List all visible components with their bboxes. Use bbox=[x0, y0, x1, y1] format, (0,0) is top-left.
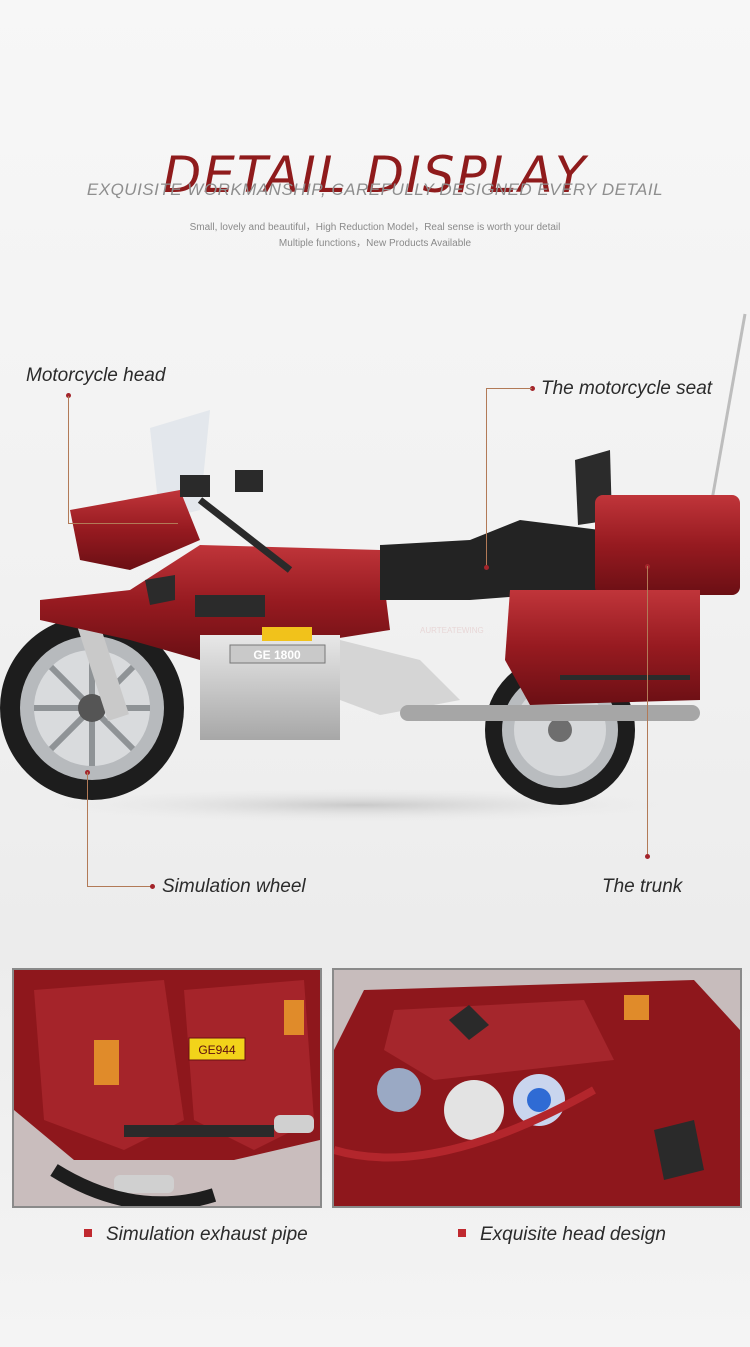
caption-exhaust-text: Simulation exhaust pipe bbox=[106, 1224, 308, 1245]
detail-image-head bbox=[332, 968, 742, 1208]
callout-trunk-leader-vertical bbox=[647, 566, 648, 856]
motorcycle-illustration: GE 1800 AURTEATEWING bbox=[0, 313, 747, 823]
callout-seat-dot bbox=[530, 386, 535, 391]
callout-simulation-wheel: Simulation wheel bbox=[162, 876, 306, 897]
page-title: DETAIL DISPLAY bbox=[162, 145, 588, 204]
callout-wheel-end-dot bbox=[150, 884, 155, 889]
page-subtitle: EXQUISITE WORKMANSHIP, CAREFULLY DESIGNE… bbox=[86, 180, 664, 199]
bullet-square-icon bbox=[458, 1228, 466, 1237]
description-line-1: Small, lovely and beautiful，High Reducti… bbox=[189, 222, 561, 233]
detail-image-exhaust: GE944 bbox=[12, 968, 322, 1208]
callout-head-leader-vertical bbox=[68, 396, 69, 524]
callout-seat-leader-horizontal bbox=[486, 388, 532, 389]
callout-seat-leader-vertical bbox=[486, 388, 487, 566]
callout-trunk: The trunk bbox=[602, 876, 683, 897]
caption-exhaust-pipe: Simulation exhaust pipe bbox=[84, 1224, 308, 1246]
callout-seat-end-dot bbox=[484, 565, 489, 570]
fairing-text: AURTEATEWING bbox=[420, 626, 484, 635]
callout-head-leader-horizontal bbox=[68, 523, 178, 524]
bullet-square-icon bbox=[84, 1228, 92, 1237]
engine-plate-label: GE 1800 bbox=[253, 648, 301, 662]
caption-head-text: Exquisite head design bbox=[480, 1224, 666, 1245]
callout-wheel-leader-horizontal bbox=[87, 886, 152, 887]
caption-head-design: Exquisite head design bbox=[458, 1224, 666, 1246]
license-plate-text: GE944 bbox=[198, 1043, 236, 1057]
callout-motorcycle-seat: The motorcycle seat bbox=[541, 378, 713, 399]
callout-trunk-end-dot bbox=[645, 854, 650, 859]
description-line-2: Multiple functions，New Products Availabl… bbox=[278, 238, 472, 249]
callout-head-dot bbox=[66, 393, 71, 398]
callout-motorcycle-head: Motorcycle head bbox=[26, 365, 166, 386]
callout-wheel-leader-vertical bbox=[87, 772, 88, 887]
